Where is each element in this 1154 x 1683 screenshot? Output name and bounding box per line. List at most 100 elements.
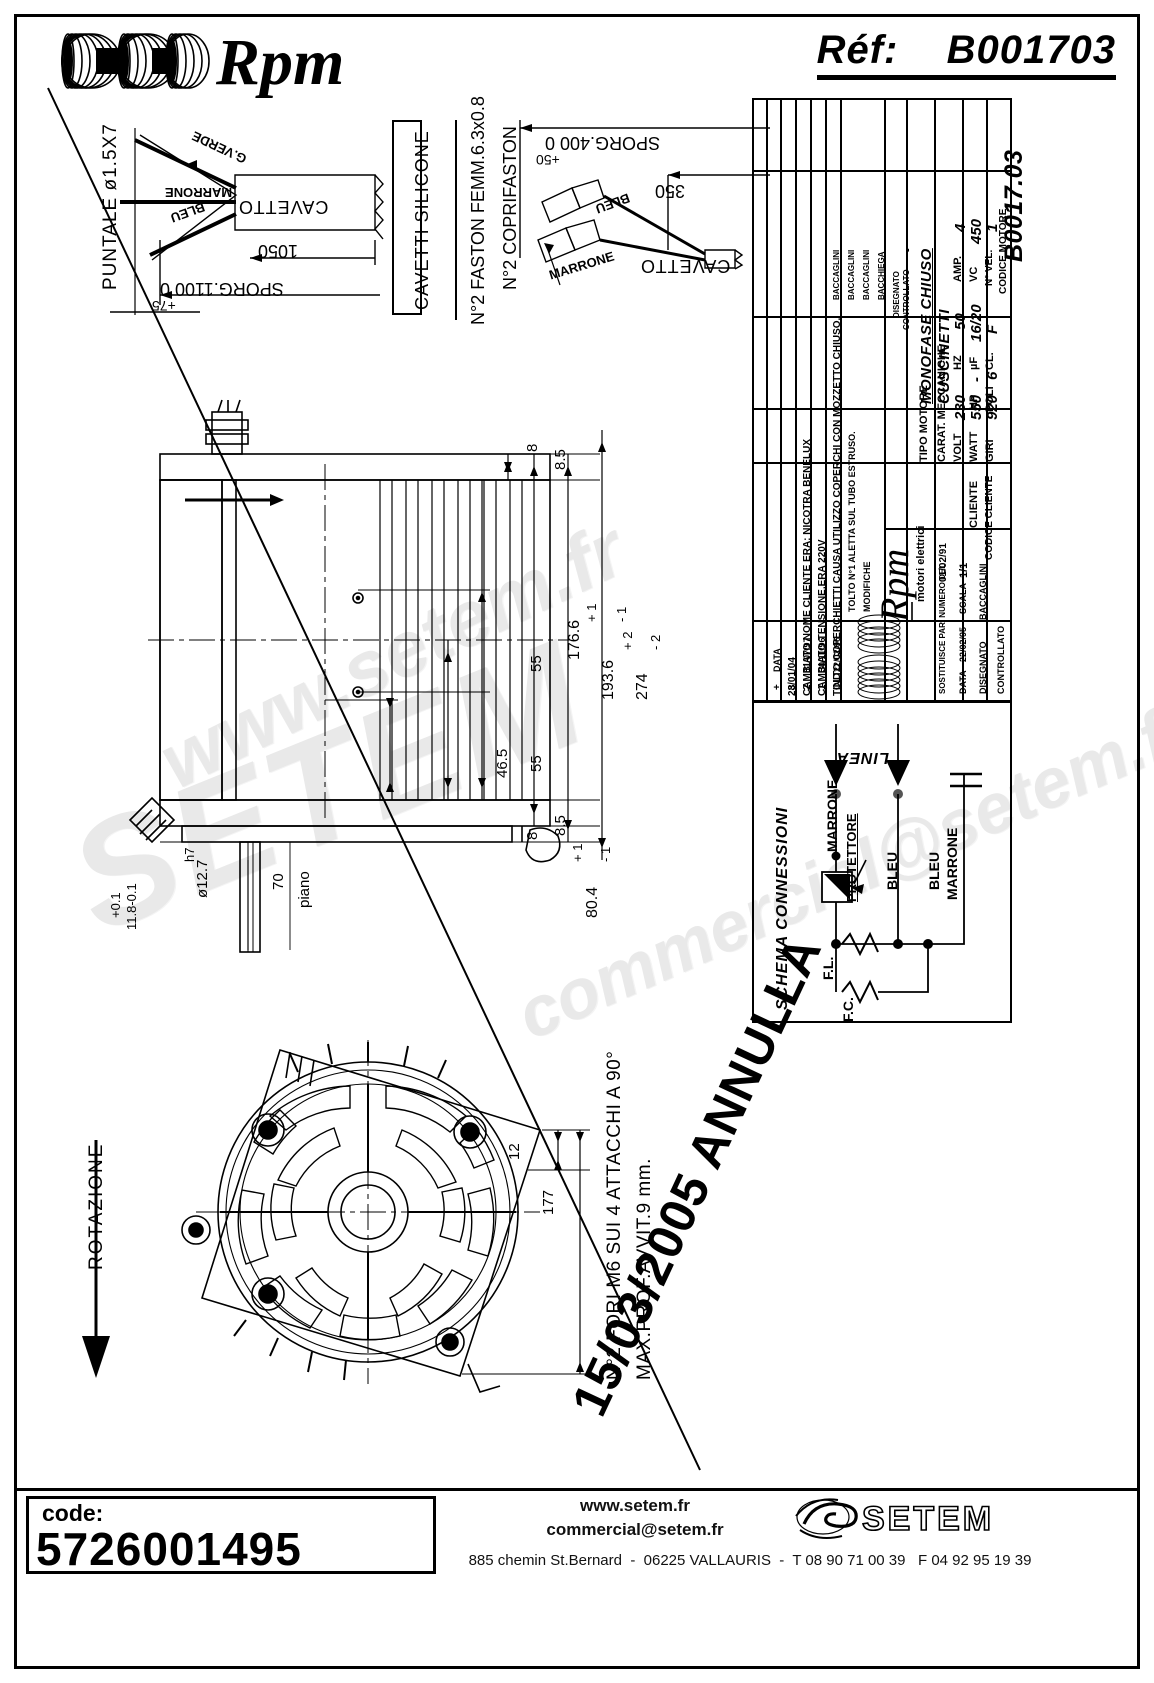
- data-label: DATA: [958, 670, 968, 694]
- rev-date-1: 11/07/97: [802, 637, 812, 672]
- tb-rule: [752, 408, 1012, 410]
- rpm-script: Rpm: [872, 549, 917, 623]
- scala-label: SCALA: [958, 583, 968, 614]
- coprifaston-label: N°2 COPRIFASTON: [500, 126, 520, 290]
- rev-disegnato-label: DISEGNATO: [892, 271, 901, 318]
- rpm-title-logo-icon: Rpm motori elettrici: [872, 526, 927, 623]
- spec-label-watt: WATT: [968, 431, 980, 462]
- length-350: 350: [655, 181, 686, 201]
- marrone-label-2: MARRONE: [944, 827, 960, 900]
- spec-label-volt: VOLT: [952, 433, 964, 462]
- ref-label: Réf:: [816, 28, 899, 72]
- spec-value-amp: 4: [952, 223, 969, 232]
- tb-rule: [752, 316, 1012, 318]
- tb-rule: [810, 98, 812, 700]
- rev-controllato-label: CONTROLLATO: [902, 269, 911, 330]
- motor-side-view: [128, 399, 606, 953]
- footer-address: 885 chemin St.Bernard - 06225 VALLAURIS …: [468, 1552, 1032, 1569]
- dim-85-bot: 8.5: [552, 815, 569, 836]
- rev-date-2: 30/11/96: [817, 637, 827, 672]
- reference-header: Réf: B001703: [816, 28, 1116, 80]
- tb-rule: [906, 98, 908, 700]
- tb-rule: [884, 98, 886, 700]
- spec-label-cl: CL.: [984, 352, 996, 370]
- disegnato-value: BACCAGLINI: [978, 563, 988, 621]
- rev-ind-1: 3: [787, 684, 798, 690]
- wiring-diagram: [821, 724, 982, 1005]
- controllato-label-2: CONTROLLATO: [996, 625, 1006, 694]
- dim-465: 46.5: [494, 748, 511, 778]
- rev-disegnato-1: BACCAGLINI: [862, 249, 871, 300]
- setem-logo: SETEM: [795, 1498, 994, 1539]
- footer-email[interactable]: commercial@setem.fr: [546, 1520, 724, 1539]
- dim-804: 80.4: [584, 886, 601, 918]
- code-label: code:: [42, 1500, 104, 1526]
- tipo-motore-value: MONOFASE CHIUSO: [918, 248, 935, 404]
- code-value: 5726001495: [36, 1523, 302, 1575]
- rev-disegnato-2: BACCAGLINI: [847, 249, 856, 300]
- rev-ind-3: 1: [817, 684, 828, 690]
- poli-label: POLI: [984, 386, 996, 412]
- poli-value: 6: [984, 371, 1001, 380]
- dim-1936: 193.6: [600, 659, 617, 700]
- dim-274-tol-plus: + 2: [620, 631, 635, 650]
- dim-177: 177: [540, 1189, 557, 1215]
- sporg-400: SPORG.400 0: [545, 133, 661, 153]
- rev-ind-4: IND: [832, 672, 843, 690]
- coil-small-icon: [857, 614, 901, 700]
- spec-value-volt: 230: [952, 394, 969, 420]
- dim-12: 12: [506, 1143, 523, 1160]
- linea-label: LINEA: [836, 749, 889, 766]
- puntale-label: PUNTALE ø1.5X7: [100, 123, 121, 290]
- spec-label-nvel: N° VEL.: [984, 249, 995, 286]
- tb-rule: [986, 98, 988, 700]
- spec-label-hz: HZ: [952, 355, 964, 370]
- length-1050: 1050: [258, 241, 299, 261]
- footer-website[interactable]: www.setem.fr: [580, 1496, 690, 1515]
- spec-label-vc: VC: [968, 266, 980, 282]
- tb-rule: [934, 98, 936, 700]
- shaft-h7: h7: [182, 847, 197, 862]
- rev-disegnato-0: BACCHIEGA: [877, 251, 886, 300]
- spec-label-giri: GIRI: [984, 439, 996, 462]
- dim-1936-tol-plus: + 1: [584, 603, 599, 622]
- dim-804-tol-plus: + 1: [570, 843, 585, 862]
- bleu-label-2: BLEU: [926, 851, 942, 890]
- dim-55-b: 55: [528, 755, 545, 772]
- rev-ind-0: +: [772, 684, 783, 690]
- marrone-label: MARRONE: [824, 779, 840, 852]
- faston-label: N°2 FASTON FEMM.6.3x0.8: [468, 96, 488, 325]
- sporg-400-tol: +50: [536, 152, 560, 168]
- rev-disegnato-3: BACCAGLINI: [832, 249, 841, 300]
- data-value: 22/02/95: [958, 626, 968, 662]
- dim-70: 70: [270, 873, 287, 890]
- spec-value-uf: 16/20: [968, 304, 985, 342]
- scala-value: 1/1: [958, 562, 970, 578]
- footer-divider: [14, 1488, 1140, 1491]
- dim-804-tol-minus: - 1: [598, 846, 613, 862]
- ref-value: B001703: [946, 28, 1116, 72]
- piano-label: piano: [296, 871, 313, 908]
- rev-mod-3: TOLTO N°1 ALETTA SUL TUBO ESTRUSO.: [847, 431, 857, 612]
- rev-mod-1: CAMBIATO TENSIONE,ERA 220V: [817, 539, 828, 696]
- disegnato-label: DISEGNATO: [978, 641, 988, 694]
- tb-rule: [886, 528, 1012, 530]
- coil-logo-icon: Rpm: [61, 26, 344, 99]
- schema-connessioni-box: [752, 700, 1012, 1023]
- shaft-tolerance: 11.8-0.1: [124, 883, 139, 930]
- tb-rule: [962, 98, 964, 700]
- rev-date-3: 22/02/96: [832, 636, 842, 672]
- spec-value-vc: 450: [968, 218, 985, 244]
- setem-wordmark: SETEM: [862, 1500, 994, 1538]
- tb-rule: [752, 170, 1012, 172]
- bleu-label-1: BLEU: [884, 851, 900, 890]
- hp-value: -: [968, 377, 985, 382]
- sporg-1100: SPORG.1100 0: [160, 279, 284, 299]
- rev-controllato-0: -: [902, 248, 914, 252]
- tb-rule: [795, 98, 797, 700]
- sporg-1100-tol: +75: [152, 298, 176, 314]
- sheet-border: [14, 14, 1140, 1669]
- rev-date-0: 28/01/04: [787, 657, 798, 696]
- codice-motore-value: B0017.03: [1000, 149, 1028, 262]
